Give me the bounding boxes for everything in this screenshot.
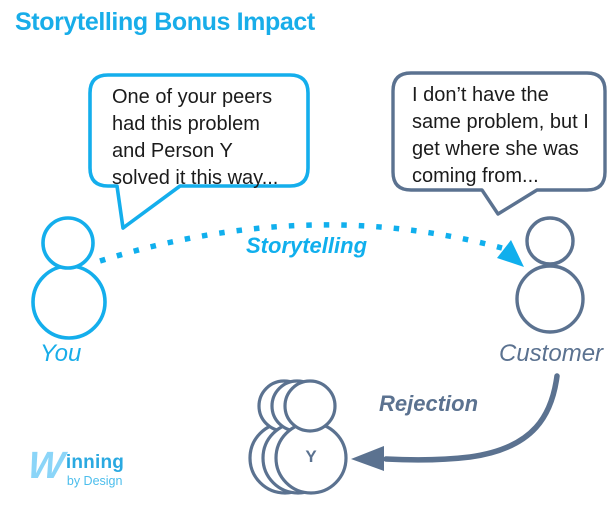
- winning-w-logo-icon: W: [25, 445, 67, 487]
- customer-person-icon: [515, 216, 585, 334]
- customer-label: Customer: [499, 340, 604, 367]
- you-label: You: [40, 340, 82, 367]
- speech-bubble-customer: [391, 71, 607, 216]
- rejection-arrowhead-icon: [351, 446, 384, 471]
- person-y-group-icon: [248, 379, 348, 495]
- winning-by-design-logo: W inning by Design: [25, 445, 125, 488]
- logo-brand-text: inning: [65, 452, 125, 473]
- you-speech-text: One of your peers had this problem and P…: [112, 86, 279, 189]
- you-person-icon: [31, 216, 107, 340]
- storytelling-label: Storytelling: [246, 233, 368, 258]
- customer-speech-text: I don’t have the same problem, but I get…: [412, 84, 589, 187]
- speech-bubble-you: [88, 73, 310, 230]
- rejection-arrow: [383, 373, 560, 463]
- page-title: Storytelling Bonus Impact: [15, 8, 315, 36]
- logo-tagline-text: by Design: [66, 474, 123, 488]
- person-y-label: Y: [305, 447, 317, 466]
- rejection-label: Rejection: [379, 391, 479, 416]
- storytelling-arc-arrow: [99, 222, 503, 264]
- storytelling-arrowhead-icon: [497, 240, 524, 267]
